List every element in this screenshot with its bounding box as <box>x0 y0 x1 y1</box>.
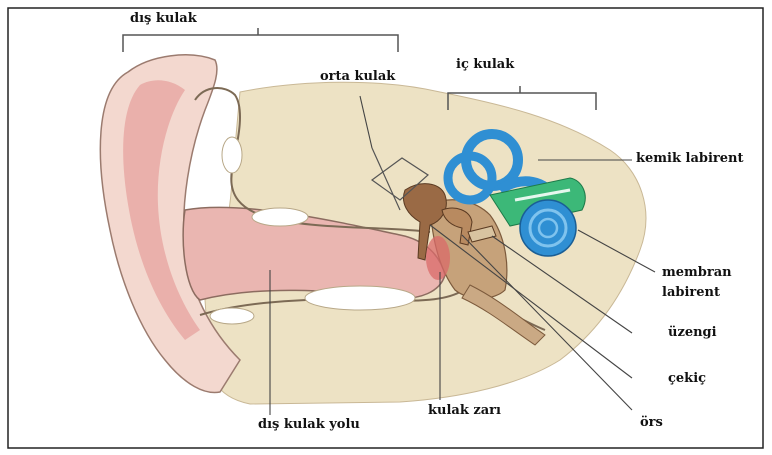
cochlea <box>520 200 576 256</box>
label-bony-labyrinth: kemik labirent <box>636 152 743 167</box>
cavity <box>222 137 242 173</box>
eardrum <box>426 236 450 280</box>
label-stapes: üzengi <box>668 326 717 341</box>
cavity <box>305 286 415 310</box>
label-ear-canal: dış kulak yolu <box>258 418 360 433</box>
label-middle-ear: orta kulak <box>320 70 395 85</box>
label-eardrum: kulak zarı <box>428 404 501 419</box>
cavity <box>252 208 308 226</box>
label-malleus: çekiç <box>668 372 706 387</box>
label-inner-ear: iç kulak <box>456 58 514 73</box>
label-outer-ear: dış kulak <box>130 12 197 27</box>
label-membranous-labyrinth-2: labirent <box>662 286 720 301</box>
label-incus: örs <box>640 416 663 431</box>
label-membranous-labyrinth-1: membran <box>662 266 732 281</box>
cavity <box>210 308 254 324</box>
